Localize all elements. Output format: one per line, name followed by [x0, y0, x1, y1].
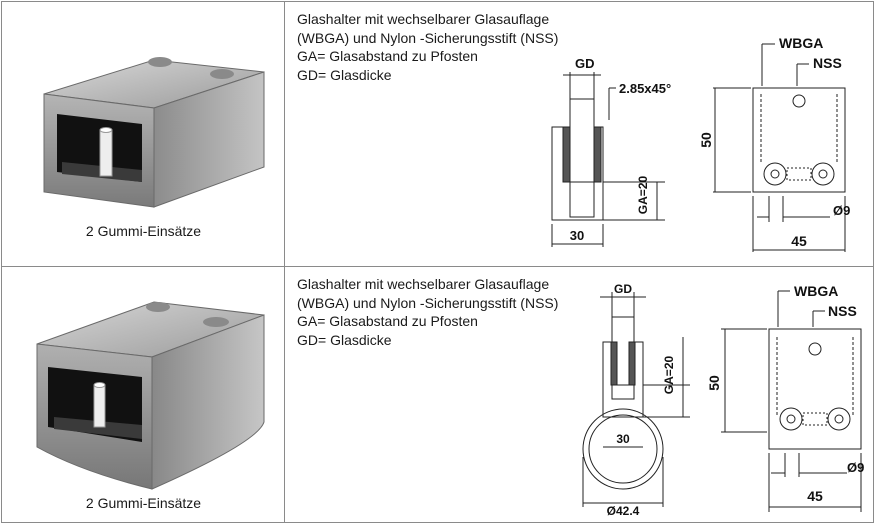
dim-height: 50 [698, 132, 714, 148]
dim-tube: Ø42.4 [607, 504, 640, 518]
dim-ga: GA=20 [662, 355, 676, 394]
description-line: Glashalter mit wechselbarer Glasauflage [297, 11, 550, 27]
photo-cell: 2 Gummi-Einsätze [2, 2, 285, 266]
technical-drawing: GD 2.85x45° GA=20 30 WBGA NSS 50 Ø9 45 [551, 35, 850, 252]
dim-width: 45 [791, 233, 807, 249]
caption: 2 Gummi-Einsätze [85, 495, 202, 511]
dim-chamfer: 2.85x45° [619, 81, 671, 96]
dim-width: 45 [807, 488, 823, 504]
label-wbga: WBGA [794, 283, 838, 299]
dim-width: 30 [616, 432, 630, 446]
label-nss: NSS [828, 303, 857, 319]
description-line: GA= Glasabstand zu Pfosten [297, 313, 478, 329]
description: Glashalter mit wechselbarer Glasauflage … [297, 10, 558, 84]
dim-hole: Ø9 [833, 203, 850, 218]
dim-width: 30 [570, 228, 584, 243]
drawing-cell: Glashalter mit wechselbarer Glasauflage … [285, 267, 873, 523]
dim-gd: GD [614, 282, 632, 296]
description-line: Glashalter mit wechselbarer Glasauflage [297, 276, 550, 292]
description-line: GD= Glasdicke [297, 331, 392, 348]
front-view [713, 43, 846, 252]
description-line: GA= Glasabstand zu Pfosten [297, 48, 478, 64]
label-nss: NSS [813, 55, 842, 71]
table-row: 2 Gummi-Einsätze Glashalter mit wechselb… [2, 267, 873, 523]
caption: 2 Gummi-Einsätze [85, 223, 202, 239]
description-line: (WBGA) und Nylon -Sicherungsstift (NSS) [297, 294, 559, 311]
photo-cell: 2 Gummi-Einsätze [2, 267, 285, 523]
dim-height: 50 [706, 375, 722, 391]
description-line: (WBGA) und Nylon -Sicherungsstift (NSS) [297, 29, 559, 46]
description: Glashalter mit wechselbarer Glasauflage … [297, 275, 558, 349]
label-wbga: WBGA [779, 35, 823, 51]
glass-clamp-photo-flat [43, 57, 265, 208]
technical-drawing: GD GA=20 30 Ø42.4 WBGA NSS 50 Ø9 45 [582, 282, 864, 518]
table-row: 2 Gummi-Einsätze Glashalter mit wechselb… [2, 2, 873, 267]
side-view [582, 292, 690, 507]
side-view [551, 72, 665, 247]
drawing-cell: Glashalter mit wechselbarer Glasauflage … [285, 2, 873, 266]
dim-hole: Ø9 [847, 460, 864, 475]
glass-clamp-photo-round [36, 301, 265, 490]
dim-ga: GA=20 [636, 175, 650, 214]
description-line: GD= Glasdicke [297, 66, 392, 83]
dim-gd: GD [575, 56, 595, 71]
front-view [721, 290, 862, 512]
